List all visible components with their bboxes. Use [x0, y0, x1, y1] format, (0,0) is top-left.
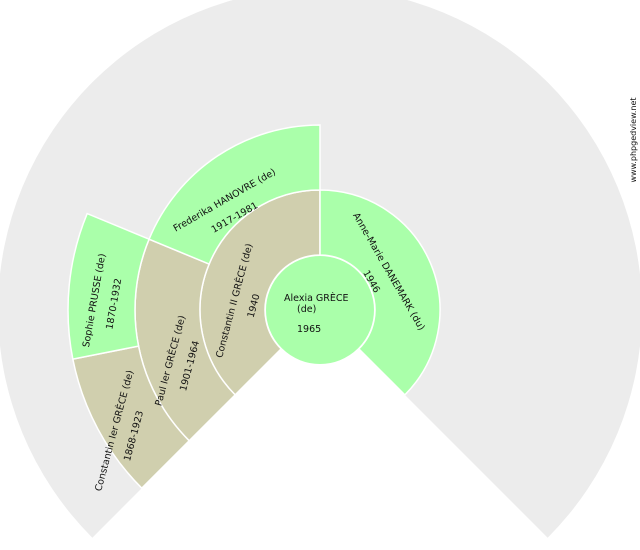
site-label-group: www.phpgedview.net: [629, 97, 638, 182]
great-grandmother-segment[interactable]: [67, 212, 151, 361]
root-suffix: (de): [297, 304, 316, 315]
site-label: www.phpgedview.net: [629, 97, 638, 182]
root-name: Alexia GRÈCE: [284, 292, 349, 304]
paternal-grandmother-segment[interactable]: [148, 124, 321, 266]
root-dates: 1965: [297, 324, 321, 335]
mother-segment[interactable]: [319, 189, 441, 396]
